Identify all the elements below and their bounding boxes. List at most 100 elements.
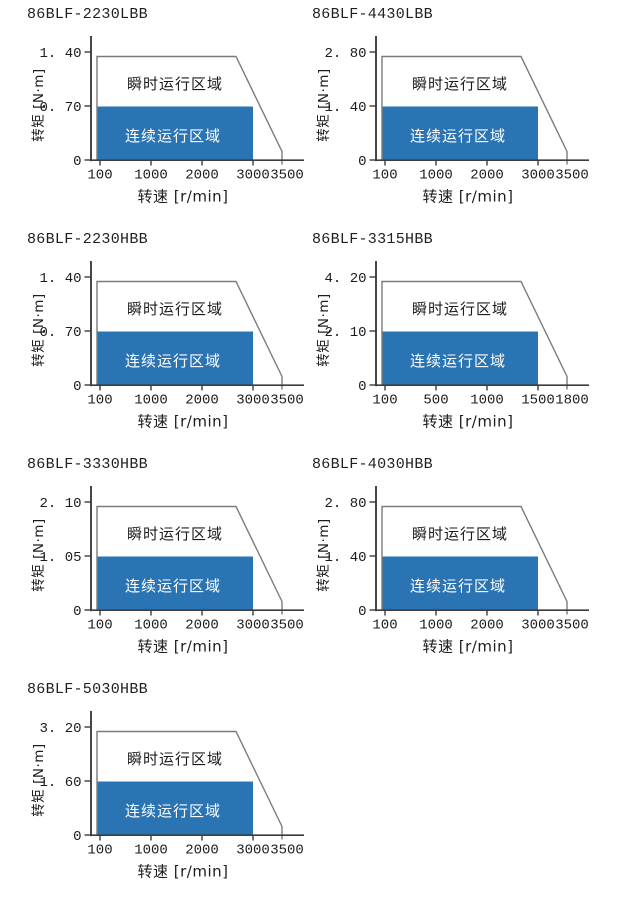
y-axis-label: 转矩 [N·m] bbox=[31, 518, 47, 591]
x-tick-label: 1000 bbox=[419, 618, 453, 634]
x-tick-label: 1500 bbox=[521, 393, 555, 409]
continuous-region-fill bbox=[97, 331, 253, 386]
x-tick-label: 2000 bbox=[470, 618, 504, 634]
instantaneous-region-label: 瞬时运行区域 bbox=[127, 525, 223, 543]
continuous-region-label: 连续运行区域 bbox=[125, 127, 221, 145]
x-tick-label: 1000 bbox=[134, 168, 168, 184]
continuous-region-fill bbox=[97, 781, 253, 836]
y-tick-label: 4. 20 bbox=[324, 271, 366, 287]
chart-plot: 2. 80 1. 40 0 100 1000 2000 3000 3500 瞬时… bbox=[316, 36, 589, 206]
instantaneous-region-label: 瞬时运行区域 bbox=[127, 75, 223, 93]
x-axis-label: 转速 [r/min] bbox=[138, 638, 229, 656]
chart-plot: 1. 40 0. 70 0 100 1000 2000 3000 3500 瞬时… bbox=[31, 261, 304, 431]
x-tick-label: 3000 bbox=[236, 393, 270, 409]
instantaneous-region-label: 瞬时运行区域 bbox=[127, 750, 223, 768]
continuous-region-label: 连续运行区域 bbox=[410, 577, 506, 595]
chart-title: 86BLF-2230HBB bbox=[27, 231, 148, 248]
y-axis-label: 转矩 [N·m] bbox=[31, 293, 47, 366]
x-tick-label: 100 bbox=[87, 843, 112, 859]
x-tick-label: 3000 bbox=[521, 618, 555, 634]
x-tick-label: 3000 bbox=[521, 168, 555, 184]
y-tick-label: 1. 40 bbox=[39, 271, 81, 287]
y-tick-label: 2. 10 bbox=[39, 496, 81, 512]
x-tick-label: 3000 bbox=[236, 618, 270, 634]
x-axis-label: 转速 [r/min] bbox=[423, 638, 514, 656]
chart-plot: 3. 20 1. 60 0 100 1000 2000 3000 3500 瞬时… bbox=[31, 711, 304, 881]
chart-title: 86BLF-5030HBB bbox=[27, 681, 148, 698]
x-tick-label: 3000 bbox=[236, 843, 270, 859]
y-tick-label: 0 bbox=[73, 379, 81, 395]
torque-speed-chart-86blf-4430lbb: 86BLF-4430LBB 2. 80 1. 40 0 100 1000 200… bbox=[310, 0, 610, 225]
y-tick-label: 0. 70 bbox=[39, 100, 81, 116]
y-axis-label: 转矩 [N·m] bbox=[316, 293, 332, 366]
chart-plot: 2. 10 1. 05 0 100 1000 2000 3000 3500 瞬时… bbox=[31, 486, 304, 656]
continuous-region-fill bbox=[382, 106, 538, 161]
x-tick-label: 500 bbox=[423, 393, 448, 409]
chart-title: 86BLF-4430LBB bbox=[312, 6, 433, 23]
continuous-region-fill bbox=[382, 556, 538, 611]
x-tick-label: 3500 bbox=[555, 168, 589, 184]
x-tick-label: 1000 bbox=[134, 618, 168, 634]
y-tick-label: 2. 80 bbox=[324, 46, 366, 62]
y-axis-label: 转矩 [N·m] bbox=[31, 68, 47, 141]
instantaneous-region-outline bbox=[381, 55, 568, 165]
torque-speed-chart-86blf-3315hbb: 86BLF-3315HBB 4. 20 2. 10 0 100 500 1000… bbox=[310, 225, 610, 450]
continuous-region-label: 连续运行区域 bbox=[125, 352, 221, 370]
y-tick-label: 1. 40 bbox=[39, 46, 81, 62]
x-tick-label: 3500 bbox=[555, 618, 589, 634]
chart-title: 86BLF-4030HBB bbox=[312, 456, 433, 473]
x-tick-label: 3000 bbox=[236, 168, 270, 184]
continuous-region-fill bbox=[97, 106, 253, 161]
y-tick-label: 0 bbox=[73, 154, 81, 170]
x-tick-label: 1000 bbox=[134, 393, 168, 409]
torque-speed-chart-86blf-5030hbb: 86BLF-5030HBB 3. 20 1. 60 0 100 1000 200… bbox=[25, 675, 325, 900]
continuous-region-label: 连续运行区域 bbox=[410, 352, 506, 370]
x-tick-label: 100 bbox=[87, 393, 112, 409]
x-tick-label: 100 bbox=[372, 393, 397, 409]
x-tick-label: 1000 bbox=[470, 393, 504, 409]
x-axis-label: 转速 [r/min] bbox=[138, 863, 229, 881]
y-tick-label: 0. 70 bbox=[39, 325, 81, 341]
x-axis-label: 转速 [r/min] bbox=[423, 188, 514, 206]
x-tick-label: 3500 bbox=[270, 168, 304, 184]
y-tick-label: 0 bbox=[73, 604, 81, 620]
torque-speed-chart-86blf-2230hbb: 86BLF-2230HBB 1. 40 0. 70 0 100 1000 200… bbox=[25, 225, 325, 450]
x-tick-label: 1000 bbox=[419, 168, 453, 184]
y-tick-label: 2. 80 bbox=[324, 496, 366, 512]
continuous-region-label: 连续运行区域 bbox=[125, 802, 221, 820]
y-tick-label: 1. 40 bbox=[324, 100, 366, 116]
x-axis-label: 转速 [r/min] bbox=[138, 413, 229, 431]
continuous-region-label: 连续运行区域 bbox=[125, 577, 221, 595]
instantaneous-region-outline bbox=[96, 730, 283, 840]
instantaneous-region-outline bbox=[381, 280, 568, 390]
chart-plot: 1. 40 0. 70 0 100 1000 2000 3000 3500 瞬时… bbox=[31, 36, 304, 206]
x-tick-label: 100 bbox=[372, 618, 397, 634]
x-tick-label: 3500 bbox=[270, 618, 304, 634]
x-tick-label: 2000 bbox=[185, 618, 219, 634]
instantaneous-region-outline bbox=[96, 505, 283, 615]
y-tick-label: 2. 10 bbox=[324, 325, 366, 341]
continuous-region-fill bbox=[97, 556, 253, 611]
x-tick-label: 100 bbox=[87, 618, 112, 634]
x-tick-label: 100 bbox=[372, 168, 397, 184]
continuous-region-label: 连续运行区域 bbox=[410, 127, 506, 145]
y-tick-label: 0 bbox=[358, 154, 366, 170]
instantaneous-region-label: 瞬时运行区域 bbox=[127, 300, 223, 318]
x-tick-label: 2000 bbox=[185, 393, 219, 409]
instantaneous-region-label: 瞬时运行区域 bbox=[412, 300, 508, 318]
x-tick-label: 3500 bbox=[270, 393, 304, 409]
x-tick-label: 2000 bbox=[185, 168, 219, 184]
x-tick-label: 1800 bbox=[555, 393, 589, 409]
torque-speed-chart-86blf-2230lbb: 86BLF-2230LBB 1. 40 0. 70 0 100 1000 200… bbox=[25, 0, 325, 225]
instantaneous-region-outline bbox=[381, 505, 568, 615]
instantaneous-region-label: 瞬时运行区域 bbox=[412, 75, 508, 93]
y-tick-label: 1. 05 bbox=[39, 550, 81, 566]
x-tick-label: 1000 bbox=[134, 843, 168, 859]
chart-title: 86BLF-2230LBB bbox=[27, 6, 148, 23]
torque-speed-chart-86blf-3330hbb: 86BLF-3330HBB 2. 10 1. 05 0 100 1000 200… bbox=[25, 450, 325, 675]
x-axis-label: 转速 [r/min] bbox=[423, 413, 514, 431]
y-tick-label: 0 bbox=[73, 829, 81, 845]
chart-plot: 2. 80 1. 40 0 100 1000 2000 3000 3500 瞬时… bbox=[316, 486, 589, 656]
x-tick-label: 100 bbox=[87, 168, 112, 184]
chart-title: 86BLF-3315HBB bbox=[312, 231, 433, 248]
